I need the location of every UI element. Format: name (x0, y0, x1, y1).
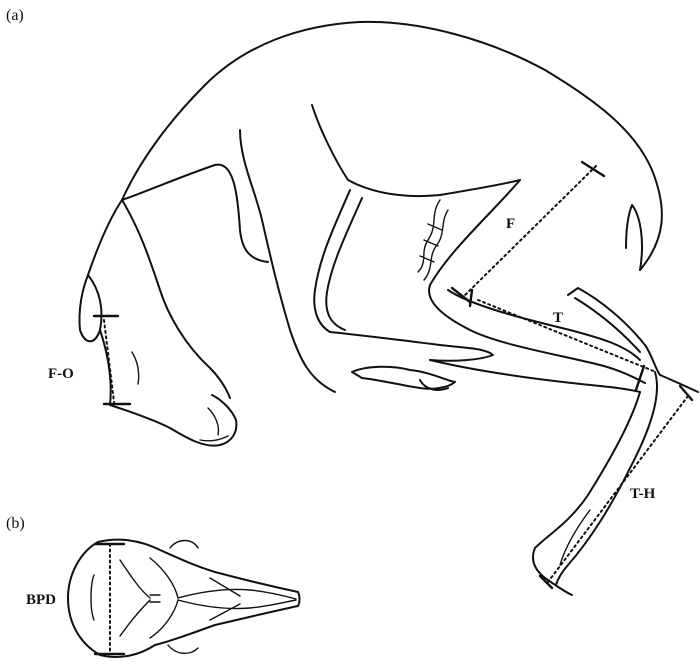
hip-notch (626, 205, 642, 270)
shin-upper (568, 288, 660, 375)
label-bpd: BPD (26, 592, 56, 608)
forepaw-line (330, 332, 493, 361)
thigh-front (429, 180, 645, 383)
ear (79, 275, 101, 341)
panel-label-b: (b) (6, 515, 25, 532)
forearm-inner (326, 198, 362, 330)
label-femur: F (506, 216, 515, 232)
abdomen-crease (312, 105, 520, 196)
skull-cranial (91, 575, 240, 620)
pouch-coil (418, 200, 448, 280)
label-tibia: T (553, 310, 563, 326)
tail (660, 375, 698, 392)
skull-orbit-top (120, 558, 178, 598)
forepaws (352, 367, 455, 389)
lower-belly (430, 360, 640, 392)
label-tarsus-hind: T-H (630, 486, 656, 502)
back-outline (88, 22, 662, 275)
skull-bump-bottom (168, 645, 198, 653)
snout-detail (200, 408, 228, 441)
skull-orbit-bottom (120, 600, 178, 638)
hind-foot-back (556, 372, 657, 585)
skull-outline (68, 540, 300, 657)
hind-foot-front (533, 392, 640, 595)
skull-drawing (68, 540, 300, 657)
skull-bump-top (170, 541, 198, 549)
label-face-occiput: F-O (48, 366, 74, 382)
eye-detail (132, 352, 139, 384)
measurement-femur (452, 162, 604, 302)
head (100, 330, 236, 446)
kangaroo-drawing (79, 22, 698, 595)
panel-label-a: (a) (6, 7, 24, 24)
forearm-outer (314, 190, 350, 332)
